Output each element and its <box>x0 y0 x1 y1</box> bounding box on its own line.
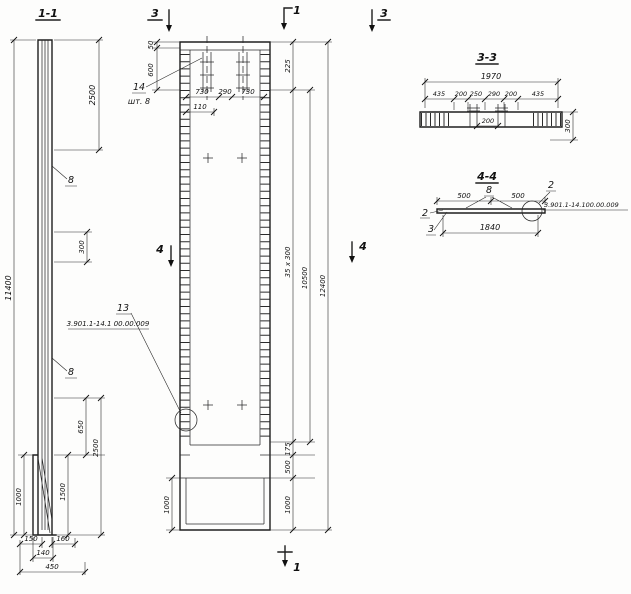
elevation-view: 3 1 3 4 4 1 50 600 14 шт. 8 730 2 <box>67 4 391 574</box>
anchor-centerlines <box>206 36 244 100</box>
panel-inner-lines <box>180 49 270 525</box>
section-mark-1-bottom: 1 <box>293 561 301 574</box>
section-3-3-title: 3-3 <box>477 51 497 64</box>
detail-balloon-13 <box>174 408 198 432</box>
slab-bolts <box>467 104 508 127</box>
section-mark-4-right: 4 <box>358 240 367 253</box>
section-arrow-1-bottom-icon <box>282 560 288 567</box>
section-1-1-title: 1-1 <box>38 7 58 20</box>
pile-outline <box>32 39 57 536</box>
plate-outline <box>436 208 546 214</box>
dim-730-right: 730 <box>241 88 255 96</box>
dim-500: 500 <box>284 460 292 474</box>
section-mark-3-right: 3 <box>380 7 388 20</box>
dim-1500: 1500 <box>59 483 67 501</box>
dim-12400: 12400 <box>319 274 327 297</box>
elevation-dim-ticks <box>153 38 332 534</box>
dim-50: 50 <box>147 40 155 49</box>
panel-outline <box>179 41 271 531</box>
pos-14: 14 <box>133 82 145 93</box>
section-1-1-view: 1-1 2500 8 11400 300 8 650 2500 1500 100… <box>4 7 105 576</box>
pos-3: 3 <box>428 224 434 235</box>
section-3-3-dim-ticks <box>421 78 577 144</box>
ref-document-number: 3.901.1-14.100.00.009 <box>544 201 619 209</box>
dim-290-s33: 290 <box>488 90 500 98</box>
elevation-dim-lines <box>68 41 332 531</box>
pos-8-lower: 8 <box>68 367 74 378</box>
pos-14-qty: шт. 8 <box>128 97 150 106</box>
section-mark-3-left-line <box>147 9 170 26</box>
section-1-1-dim-ticks <box>10 36 105 576</box>
detail-balloon-2 <box>521 200 543 222</box>
dim-290: 290 <box>218 88 232 96</box>
dim-140: 140 <box>36 549 50 557</box>
slab-outline <box>419 111 563 128</box>
section-mark-1-top-line <box>283 7 293 24</box>
dim-500-left: 500 <box>457 192 471 200</box>
dim-250: 250 <box>470 90 482 98</box>
dim-200-mid: 200 <box>482 117 494 125</box>
section-4-4-dim-ticks <box>433 197 549 237</box>
dim-435-right: 435 <box>532 90 544 98</box>
dim-300-s33: 300 <box>564 119 572 133</box>
dim-150: 150 <box>24 535 38 543</box>
dim-1000-left: 1000 <box>163 496 171 514</box>
dim-1000-right: 1000 <box>284 496 292 514</box>
section-arrow-4-left-icon <box>168 260 174 267</box>
pile-rebar-lines <box>37 40 53 534</box>
pos-13: 13 <box>117 303 129 314</box>
section-1-1-dim-lines <box>10 39 105 575</box>
section-arrow-1-top-icon <box>281 23 287 30</box>
dim-1840: 1840 <box>480 223 500 232</box>
section-3-3-view: 3-3 1970 435 200 250 290 200 435 200 300 <box>419 51 578 144</box>
dim-2500-bottom: 2500 <box>92 439 100 457</box>
dim-1000: 1000 <box>15 488 23 506</box>
dim-450: 450 <box>45 563 59 571</box>
dim-1970: 1970 <box>481 72 501 81</box>
section-4-4-view: 4-4 500 8 500 2 2 3 3.901.1-14.100.00.00… <box>420 170 628 237</box>
section-mark-1-top: 1 <box>293 4 301 17</box>
pos-8-upper: 8 <box>68 175 74 186</box>
dim-2500-top: 2500 <box>88 85 97 105</box>
section-3-3-dim-lines <box>424 78 578 141</box>
dim-175: 175 <box>284 442 292 456</box>
pos-13-ref: 3.901.1-14.1 00.00.009 <box>67 320 150 328</box>
anchor-bolts <box>200 52 250 92</box>
dim-160: 160 <box>56 535 70 543</box>
pos-2-left: 2 <box>422 208 428 219</box>
pos-2-top: 2 <box>548 180 554 191</box>
dim-200-2: 200 <box>505 90 517 98</box>
dim-650: 650 <box>77 420 85 434</box>
dim-200-1: 200 <box>455 90 467 98</box>
dim-500-right: 500 <box>511 192 525 200</box>
section-arrow-3-left-icon <box>166 25 172 32</box>
section-mark-4-left: 4 <box>155 243 164 256</box>
section-arrow-4-right-icon <box>349 256 355 263</box>
section-mark-3-right-line <box>371 9 391 26</box>
dim-600: 600 <box>147 63 155 77</box>
dim-10500: 10500 <box>301 266 309 289</box>
pos-8-s44: 8 <box>486 185 492 196</box>
dim-300: 300 <box>78 240 86 254</box>
section-mark-3-left: 3 <box>151 7 159 20</box>
dim-225: 225 <box>284 59 292 73</box>
dim-110: 110 <box>193 103 207 111</box>
dim-35x300: 35 x 300 <box>284 246 292 277</box>
section-mark-1-bottom-line <box>277 545 293 561</box>
dim-730-left: 730 <box>195 88 209 96</box>
center-cross-marks <box>203 153 247 410</box>
dim-11400: 11400 <box>4 275 13 300</box>
section-4-4-title: 4-4 <box>476 170 497 183</box>
section-arrow-3-right-icon <box>369 25 375 32</box>
dim-435-left: 435 <box>433 90 445 98</box>
